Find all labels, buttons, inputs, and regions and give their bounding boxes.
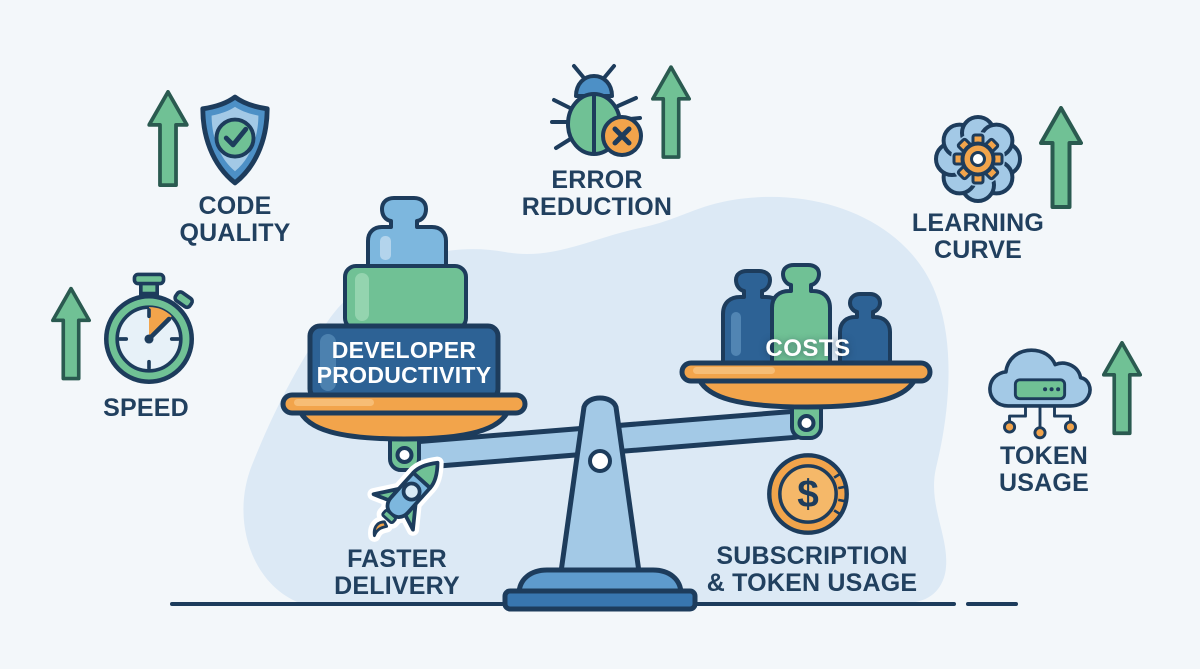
stopwatch-icon: [104, 272, 194, 384]
left-pan: [280, 392, 528, 442]
scale-pillar: [558, 395, 642, 575]
up-arrow-icon: [51, 280, 91, 388]
scale-base: [502, 567, 698, 612]
faster-delivery-label: FASTER DELIVERY: [334, 545, 460, 600]
pivot-hole: [588, 449, 612, 473]
speed-label: SPEED: [103, 394, 189, 422]
rocket-icon: [367, 456, 444, 542]
right-weight-label: COSTS: [765, 335, 851, 362]
subscription-label: SUBSCRIPTION & TOKEN USAGE: [706, 542, 918, 597]
cost-weight-small: [838, 292, 892, 372]
cloud-server-icon: [988, 348, 1092, 440]
up-arrow-icon: [1100, 341, 1144, 436]
left-weight-label: DEVELOPER PRODUCTIVITY: [316, 336, 492, 388]
bug-error-icon: [550, 64, 643, 157]
up-arrow-icon: [146, 90, 190, 188]
productivity-weights: [307, 196, 501, 402]
dollar-coin-icon: $: [767, 453, 849, 535]
learning-curve-label: LEARNING CURVE: [911, 209, 1045, 264]
cost-weights: [721, 263, 892, 372]
code-quality-label: CODE QUALITY: [179, 192, 291, 247]
top-weight: [366, 196, 448, 270]
up-arrow-icon: [1037, 106, 1085, 210]
error-reduction-label: ERROR REDUCTION: [521, 166, 673, 221]
ground-line-segment: [966, 602, 1018, 606]
right-pan: [679, 360, 933, 410]
token-usage-label: TOKEN USAGE: [999, 442, 1089, 497]
gear-icon: [952, 133, 1004, 185]
up-arrow-icon: [651, 63, 691, 162]
shield-check-icon: [200, 94, 270, 186]
cost-weight-tall: [770, 263, 832, 372]
brain-gear-icon: [934, 115, 1022, 203]
dollar-sign: $: [797, 473, 819, 516]
